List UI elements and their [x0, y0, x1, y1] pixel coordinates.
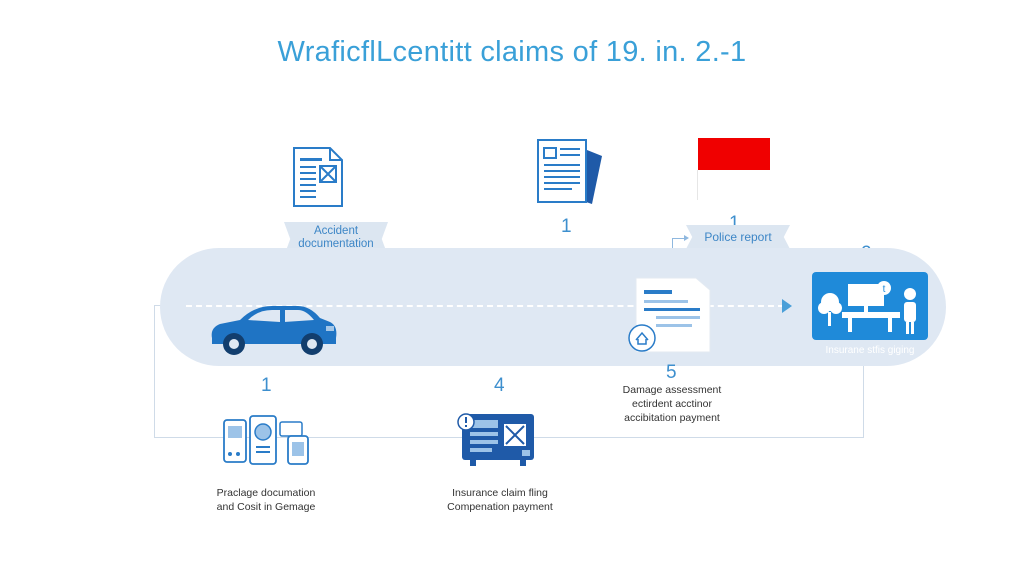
step-number-claim: 4	[494, 375, 505, 396]
damage-line-3: accibitation payment	[624, 412, 720, 424]
step-number-damage: 5	[666, 362, 677, 383]
damage-assessment-label: Damage assessment ectirdent acctinor acc…	[602, 383, 742, 425]
ribbon-line-2: documentation	[298, 238, 374, 250]
car-icon	[206, 302, 340, 358]
damage-line-1: Damage assessment	[622, 384, 722, 396]
step-number-police: 1	[729, 213, 740, 234]
document-icon	[292, 146, 344, 208]
svg-text:t: t	[883, 284, 886, 295]
dashboard-icon	[456, 410, 540, 468]
page-title: WraficflLcentitt claims of 19. in. 2.-1	[277, 36, 747, 68]
police-report-ribbon: Police report	[686, 225, 790, 249]
bottom-left-label: Praclage documation and Cosit in Gemage	[196, 486, 336, 514]
insurance-filing-label: Insurane stfis giging	[825, 345, 915, 356]
bottom-middle-label: Insurance claim fling Compenation paymen…	[424, 486, 576, 514]
police-connector-arrow	[684, 235, 689, 241]
step-number-doc: 1	[561, 216, 572, 237]
report-icon	[536, 138, 606, 208]
bottom-left-line-2: and Cosit in Gemage	[216, 501, 316, 513]
bottom-left-line-1: Praclage documation	[216, 487, 316, 499]
process-path	[186, 305, 784, 307]
path-arrowhead	[782, 299, 792, 313]
police-connector	[672, 238, 687, 249]
form-icon	[626, 276, 712, 354]
step-number-car: 1	[261, 375, 272, 396]
devices-icon	[222, 414, 310, 466]
flag-pole	[697, 170, 698, 200]
red-flag-icon	[698, 138, 770, 170]
ribbon-line-1: Accident	[313, 225, 359, 237]
insurance-office-icon: t	[812, 272, 928, 340]
bottom-middle-line-1: Insurance claim fling	[452, 487, 548, 499]
damage-line-2: ectirdent acctinor	[632, 398, 712, 410]
bottom-middle-line-2: Compenation payment	[447, 501, 553, 513]
